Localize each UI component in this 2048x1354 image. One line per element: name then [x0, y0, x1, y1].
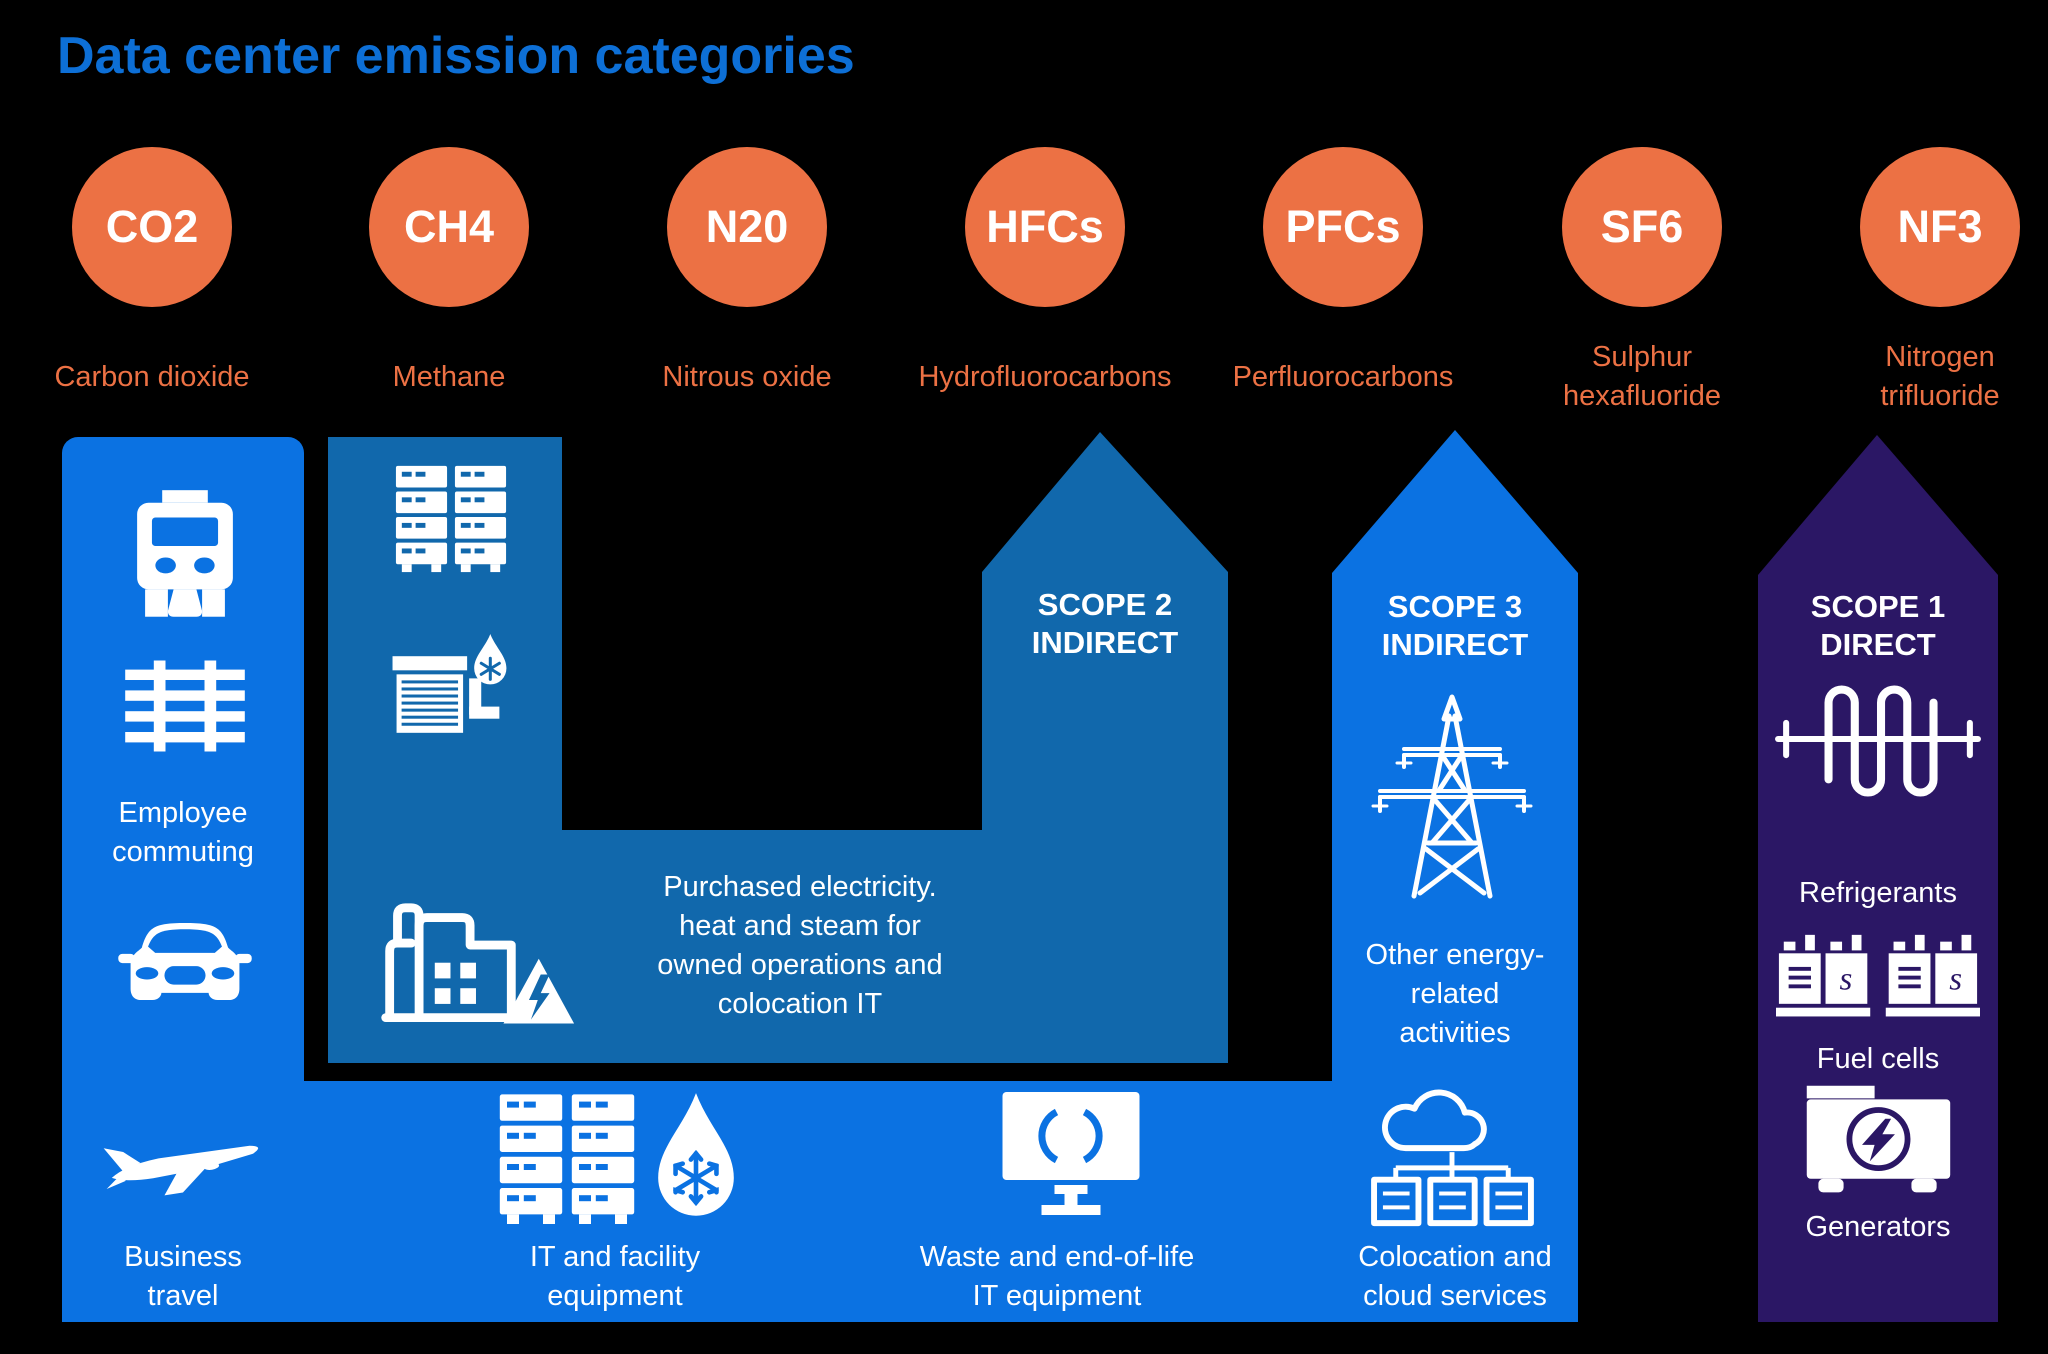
gas-symbol: NF3	[1897, 201, 1983, 252]
gas-circle-n2o: N20	[667, 147, 827, 307]
car-front-icon	[108, 908, 262, 1012]
scope2-description: Purchased electricity. heat and steam fo…	[657, 871, 943, 1020]
gas-symbol: SF6	[1600, 201, 1684, 252]
gas-circle-nf3: NF3	[1860, 147, 2020, 307]
transmission-tower-icon	[1352, 690, 1552, 902]
gas-symbol: PFCs	[1285, 201, 1401, 252]
factory-power-icon	[372, 864, 578, 1032]
monitor-recycle-icon	[998, 1088, 1144, 1218]
scope3-header: SCOPE 3 INDIRECT	[1381, 589, 1529, 662]
svg-text:s: s	[1840, 961, 1853, 997]
scope2-header: SCOPE 2 INDIRECT	[1031, 587, 1179, 660]
cooling-unit-droplet-icon	[386, 630, 518, 756]
it-facility-label: IT and facility equipment	[529, 1241, 701, 1312]
fuel-cells-icon: s s	[1776, 930, 1980, 1032]
rail-track-icon	[120, 660, 250, 752]
refrigerant-coil-icon	[1772, 652, 1984, 824]
scope1-header: SCOPE 1 DIRECT	[1810, 589, 1946, 662]
bottom-bar	[62, 1081, 1578, 1322]
generators-label: Generators	[1805, 1211, 1951, 1243]
colocation-label: Colocation and cloud services	[1358, 1241, 1552, 1312]
gas-circle-co2: CO2	[72, 147, 232, 307]
page-title: Data center emission categories	[57, 27, 855, 85]
gas-name-hfcs: Hydrofluorocarbons	[918, 361, 1172, 393]
bus-front-icon	[128, 490, 242, 634]
gas-circle-ch4: CH4	[369, 147, 529, 307]
cloud-servers-icon	[1358, 1085, 1546, 1233]
gas-circle-sf6: SF6	[1562, 147, 1722, 307]
gas-name-ch4: Methane	[392, 361, 506, 393]
airplane-icon	[100, 1118, 270, 1206]
gas-symbol: CO2	[105, 201, 199, 252]
svg-text:s: s	[1949, 961, 1962, 997]
droplet-snowflake-icon	[650, 1090, 742, 1224]
gas-symbol: HFCs	[986, 201, 1104, 252]
refrigerants-label: Refrigerants	[1799, 877, 1957, 909]
gas-name-pfcs: Perfluorocarbons	[1232, 361, 1454, 393]
server-racks-icon	[392, 462, 510, 574]
gas-circle-pfcs: PFCs	[1263, 147, 1423, 307]
business-travel-label: Business travel	[124, 1241, 242, 1312]
gas-symbol: N20	[705, 201, 789, 252]
gas-name-nf3: Nitrogen trifluoride	[1880, 341, 2000, 412]
it-equipment-racks-icon	[492, 1092, 642, 1224]
waste-eol-label: Waste and end-of-life IT equipment	[919, 1241, 1195, 1312]
employee-commuting-label: Employee commuting	[112, 797, 254, 868]
gas-circle-hfcs: HFCs	[965, 147, 1125, 307]
gas-name-sf6: Sulphur hexafluoride	[1563, 341, 1721, 412]
generator-icon	[1790, 1078, 1966, 1204]
gas-name-n2o: Nitrous oxide	[662, 361, 832, 393]
other-energy-label: Other energy- related activities	[1365, 939, 1545, 1049]
fuel-cells-label: Fuel cells	[1816, 1043, 1940, 1075]
gas-symbol: CH4	[403, 201, 495, 252]
gas-name-co2: Carbon dioxide	[54, 361, 250, 393]
